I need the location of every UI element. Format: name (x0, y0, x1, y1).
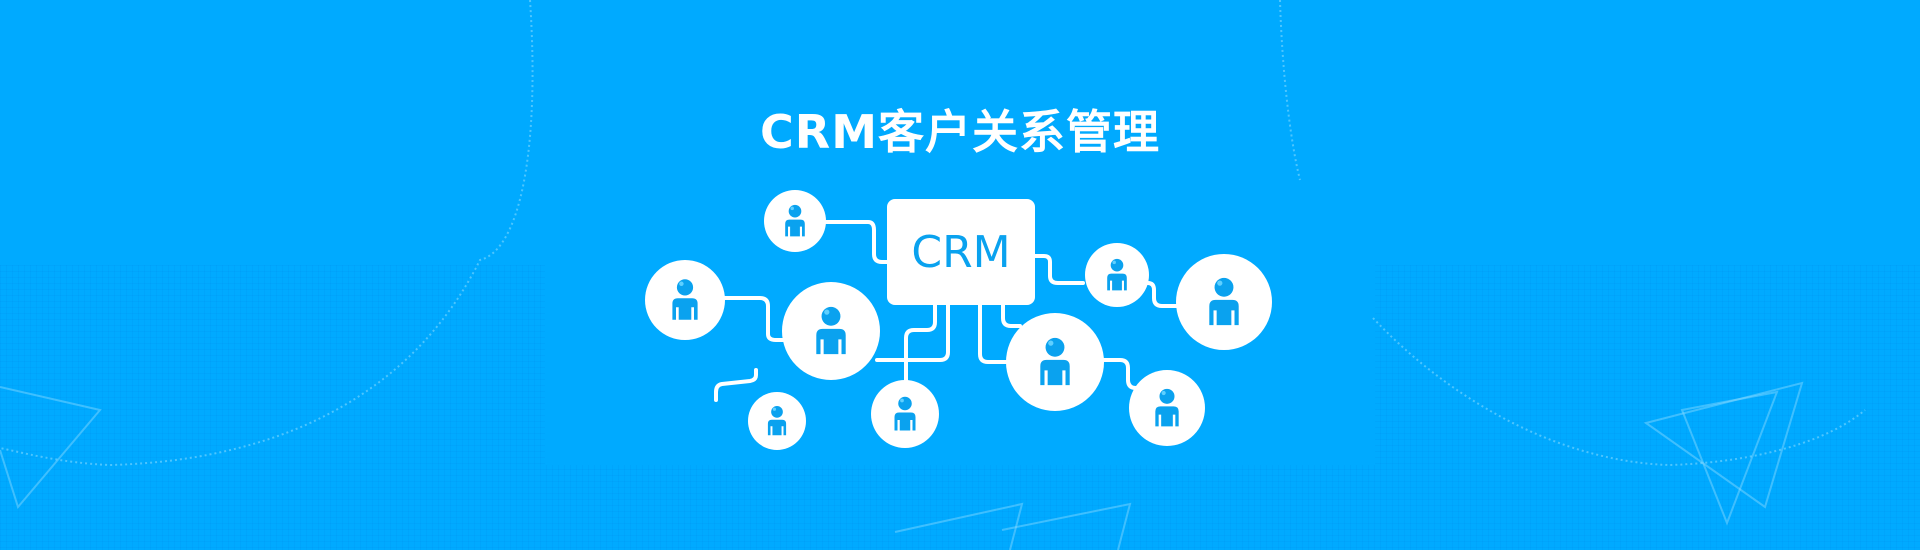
user-icon (1209, 277, 1239, 326)
dotted-arc-right (1279, 0, 1866, 467)
triangle-right-2 (1680, 390, 1779, 526)
customer-node-top-left (764, 190, 826, 252)
triangle-bottom-1 (894, 502, 1024, 550)
triangle-left (0, 386, 102, 510)
user-icon (1107, 258, 1127, 291)
user-icon (816, 306, 846, 355)
triangle-right-1 (1643, 381, 1804, 509)
user-icon (672, 279, 698, 320)
user-icon (785, 204, 805, 237)
banner-title: CRM客户关系管理 (760, 105, 1160, 159)
customer-node-left (645, 260, 725, 340)
user-icon (767, 406, 787, 436)
customer-node-far-right (1176, 254, 1272, 350)
customer-node-bottom-right (1129, 370, 1205, 446)
user-icon (1040, 337, 1070, 386)
customer-node-bottom-center (871, 380, 939, 448)
customer-node-center-left (782, 282, 880, 380)
customer-node-center-right (1006, 313, 1104, 411)
crm-hub-box: CRM (887, 199, 1035, 305)
customer-node-right-small (1085, 243, 1149, 307)
triangle-bottom-2 (1001, 502, 1132, 550)
user-icon (1155, 388, 1179, 427)
crm-hub-label: CRM (911, 226, 1011, 278)
user-icon (894, 396, 916, 431)
customer-node-bottom-left (748, 392, 806, 450)
